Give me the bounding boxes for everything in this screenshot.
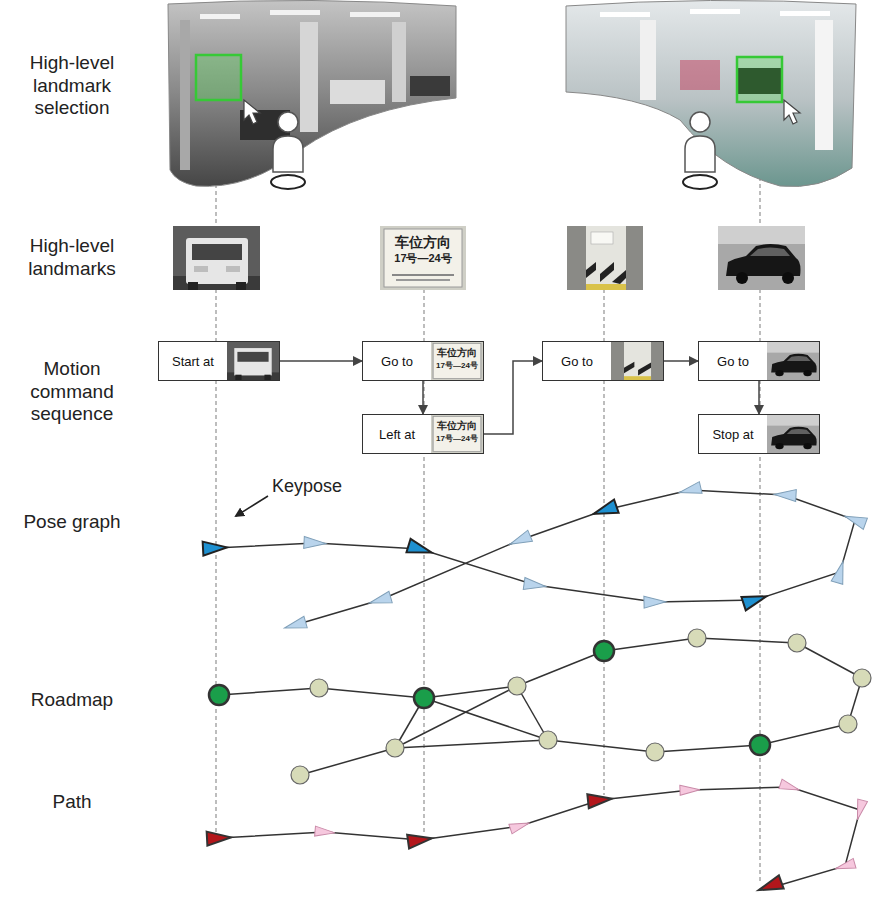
flow-arrow xyxy=(484,361,542,434)
command-box: Go to xyxy=(542,341,664,381)
command-text: Go to xyxy=(543,342,611,380)
sign-text: 17号—24号 xyxy=(436,362,478,370)
row-label: High-level landmark selection xyxy=(8,52,136,120)
command-box: Start at xyxy=(158,341,280,381)
command-text: Left at xyxy=(363,415,431,453)
sign-text: 车位方向 xyxy=(395,235,451,249)
command-text: Start at xyxy=(159,342,227,380)
row-label: Path xyxy=(8,791,136,814)
sign-text: 车位方向 xyxy=(437,421,477,431)
path-graph xyxy=(207,779,868,897)
panorama-image xyxy=(560,0,860,200)
row-label: Roadmap xyxy=(8,689,136,712)
command-box: Stop at xyxy=(698,414,820,454)
flow-arrow xyxy=(280,360,362,362)
command-label: Start at xyxy=(172,354,214,369)
person-icon xyxy=(683,112,717,189)
leader-line xyxy=(236,496,268,516)
thumbnail xyxy=(611,342,663,380)
row-label: High-level landmarks xyxy=(8,235,136,281)
person-icon xyxy=(271,112,305,189)
callout-label: Keypose xyxy=(272,476,342,497)
sign-text: 17号—24号 xyxy=(436,435,478,443)
flow-arrow xyxy=(664,360,698,362)
flow-arrow xyxy=(758,381,760,414)
command-label: Left at xyxy=(379,427,415,442)
thumbnail xyxy=(767,415,819,453)
row-label: Motion command sequence xyxy=(8,358,136,426)
command-text: Stop at xyxy=(699,415,767,453)
row-label: Pose graph xyxy=(8,511,136,534)
roadmap xyxy=(209,629,871,784)
command-box: Go to xyxy=(698,341,820,381)
thumbnail xyxy=(767,342,819,380)
panorama-image xyxy=(160,0,460,200)
flow-arrow xyxy=(422,381,424,414)
command-label: Go to xyxy=(717,354,749,369)
guide-lines xyxy=(216,100,760,882)
command-label: Go to xyxy=(381,354,413,369)
sign-text: 车位方向 xyxy=(437,348,477,358)
command-text: Go to xyxy=(699,342,767,380)
landmark-car xyxy=(718,226,805,290)
thumbnail xyxy=(227,342,279,380)
command-label: Go to xyxy=(561,354,593,369)
landmark-pillar xyxy=(567,226,643,290)
landmark-truck xyxy=(173,226,260,290)
landmark-sign xyxy=(380,226,466,290)
command-text: Go to xyxy=(363,342,431,380)
command-label: Stop at xyxy=(712,427,753,442)
sign-text: 17号—24号 xyxy=(394,253,451,264)
pose-graph xyxy=(203,482,868,634)
